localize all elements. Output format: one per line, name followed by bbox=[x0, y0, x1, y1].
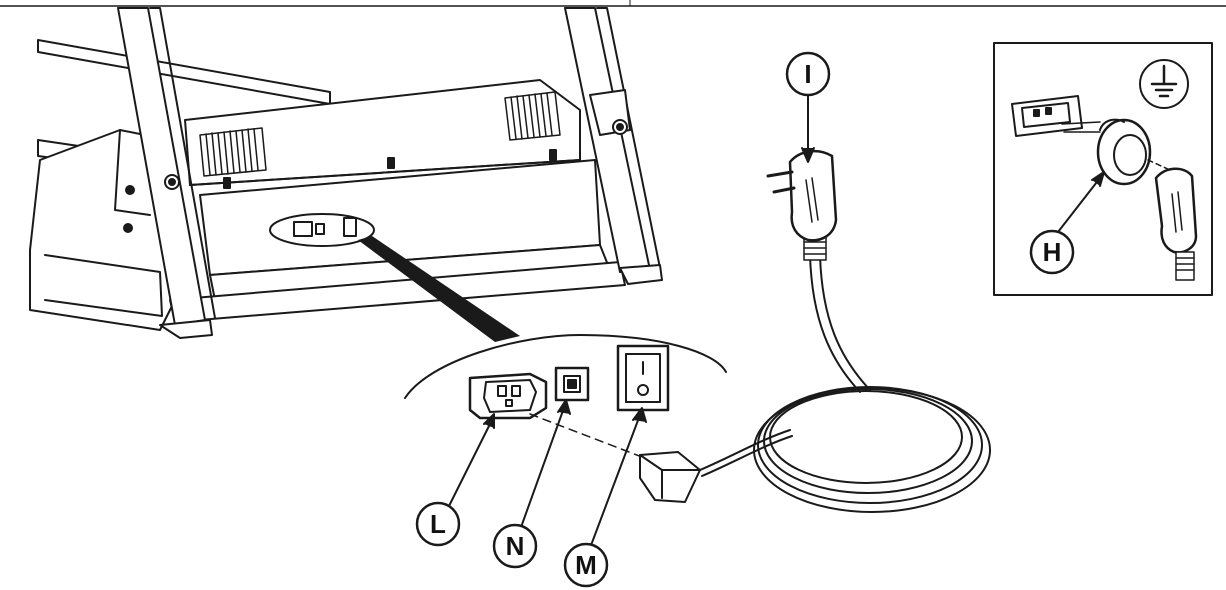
ground-symbol-icon bbox=[1139, 59, 1189, 109]
callout-H-label: H bbox=[1043, 237, 1062, 267]
callout-H: H bbox=[1029, 229, 1075, 275]
callout-N-label: N bbox=[506, 531, 525, 561]
callout-M: M bbox=[563, 542, 609, 588]
data-port bbox=[554, 366, 590, 402]
callout-I: I bbox=[785, 51, 831, 97]
callout-N: N bbox=[492, 523, 538, 569]
connector-panel-zoom bbox=[404, 334, 727, 420]
power-switch bbox=[616, 344, 670, 412]
treadmill-base bbox=[29, 7, 663, 339]
callout-L: L bbox=[415, 501, 461, 547]
power-inlet bbox=[468, 372, 548, 420]
vent-grille-left bbox=[199, 127, 267, 177]
zoom-wedge bbox=[358, 236, 520, 342]
grounded-socket-inset bbox=[993, 42, 1213, 296]
callout-I-label: I bbox=[804, 59, 811, 89]
callout-M-label: M bbox=[575, 550, 597, 580]
callout-leaders bbox=[447, 95, 1105, 549]
callout-L-label: L bbox=[430, 509, 446, 539]
vent-grille-right bbox=[504, 91, 561, 141]
header-rule bbox=[0, 0, 1226, 7]
power-cord bbox=[529, 149, 991, 513]
